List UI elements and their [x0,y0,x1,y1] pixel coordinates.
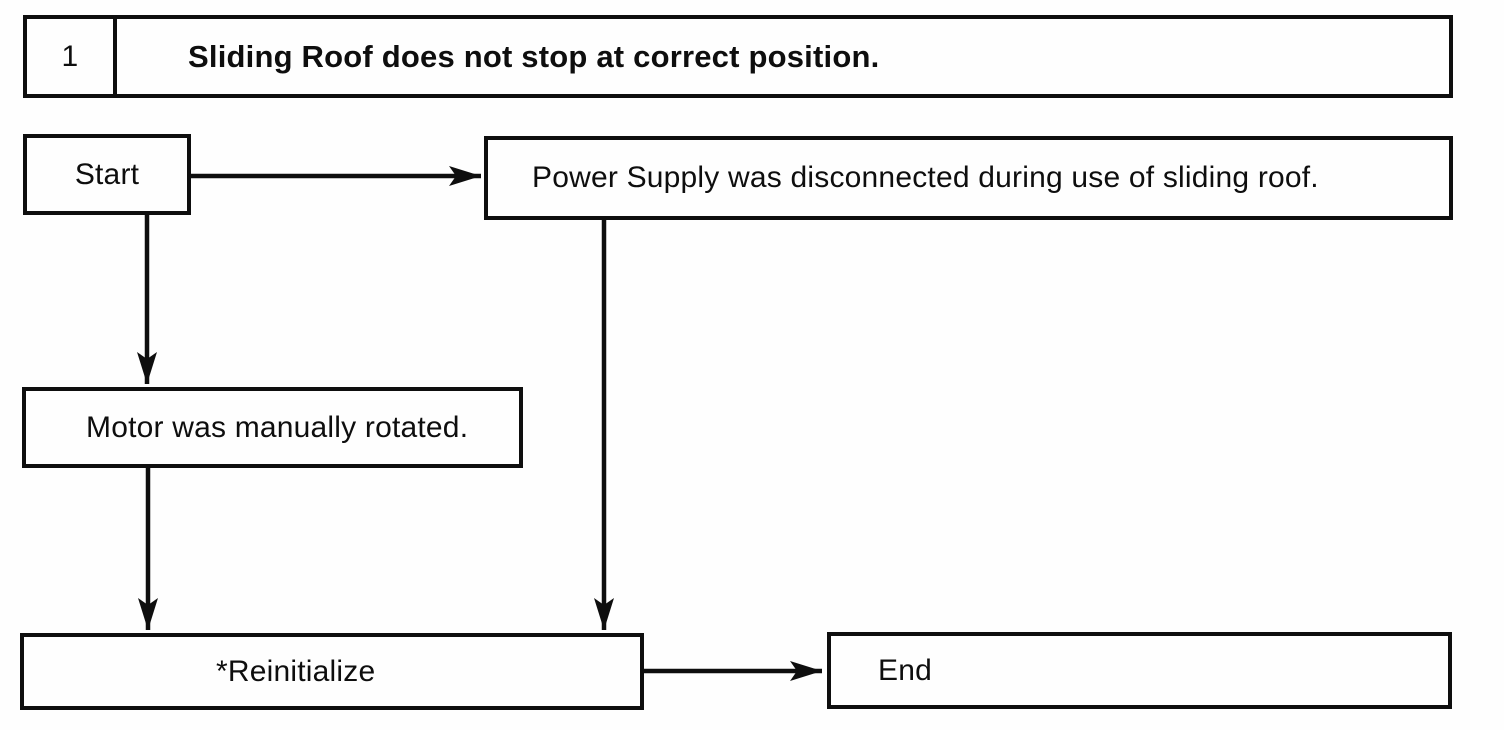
flowchart-node-end: End [827,632,1452,709]
node-motor-rotated-label: Motor was manually rotated. [86,410,469,444]
flowchart-node-power-supply: Power Supply was disconnected during use… [484,136,1453,220]
flowchart-node-start: Start [23,134,191,215]
flowchart-node-motor-rotated: Motor was manually rotated. [22,387,523,468]
problem-header: 1 Sliding Roof does not stop at correct … [23,15,1453,98]
problem-title: Sliding Roof does not stop at correct po… [188,38,880,74]
node-start-label: Start [74,157,140,191]
node-end-label: End [878,653,932,687]
problem-number: 1 [27,19,117,94]
node-reinitialize-label: *Reinitialize [216,654,376,688]
flowchart-node-reinitialize: *Reinitialize [20,633,644,710]
node-power-supply-label: Power Supply was disconnected during use… [532,161,1319,194]
